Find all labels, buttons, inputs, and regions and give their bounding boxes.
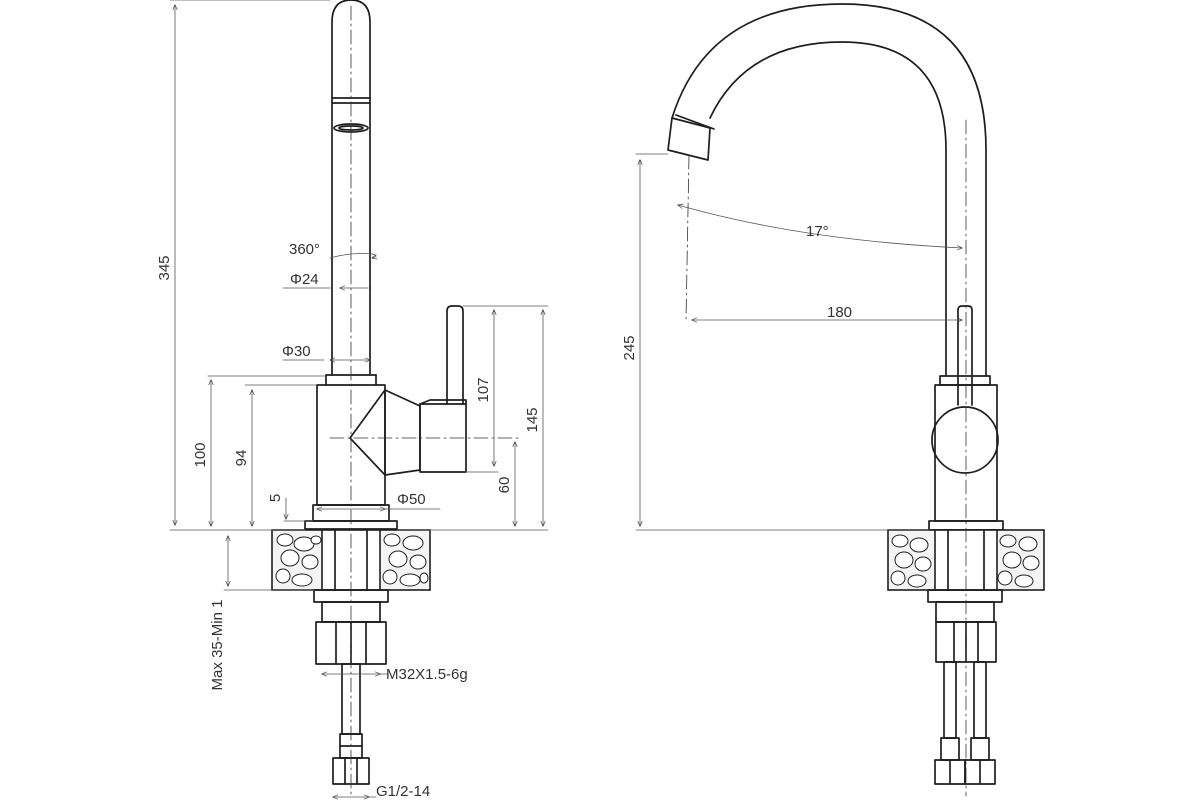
label-axis-60: 60 <box>496 477 513 494</box>
label-height-100: 100 <box>192 442 209 467</box>
gooseneck-spout <box>667 3 987 377</box>
label-angle-17: 17° <box>806 223 829 240</box>
label-gap-5: 5 <box>267 494 284 502</box>
label-height-345: 345 <box>156 255 173 280</box>
mixer-body <box>304 384 467 530</box>
label-thread: M32X1.5-6g <box>386 666 468 683</box>
side-mounting-nut <box>927 589 1003 663</box>
label-lever-107: 107 <box>475 377 492 402</box>
stone-pattern-left <box>275 533 322 587</box>
label-base-diameter: Φ50 <box>397 491 426 508</box>
label-height-94: 94 <box>233 450 250 467</box>
lever-handle <box>446 305 464 405</box>
side-lever-handle <box>957 305 973 406</box>
side-view: 245 17° 180 <box>621 3 1045 797</box>
dimension-lines-side <box>635 153 962 531</box>
dimension-labels-side: 245 17° 180 <box>621 223 852 361</box>
label-hose-thread: G1/2-14 <box>376 783 430 800</box>
side-hoses <box>934 661 996 785</box>
dimension-labels-front: 345 100 94 5 360° Φ24 Φ30 Φ50 107 145 60… <box>156 241 541 800</box>
spout-outlet-axis <box>685 154 690 321</box>
label-side-height-245: 245 <box>621 335 638 360</box>
stone-pattern-right <box>382 533 429 587</box>
label-body-top-diameter: Φ30 <box>282 343 311 360</box>
dimension-lines-front <box>169 0 549 797</box>
front-view: 345 100 94 5 360° Φ24 Φ30 Φ50 107 145 60… <box>156 0 549 800</box>
label-reach-180: 180 <box>827 304 852 321</box>
label-total-145: 145 <box>524 407 541 432</box>
label-rotation: 360° <box>289 241 320 258</box>
label-mount-range: Max 35-Min 1 <box>209 600 226 691</box>
label-spout-diameter: Φ24 <box>290 271 319 288</box>
